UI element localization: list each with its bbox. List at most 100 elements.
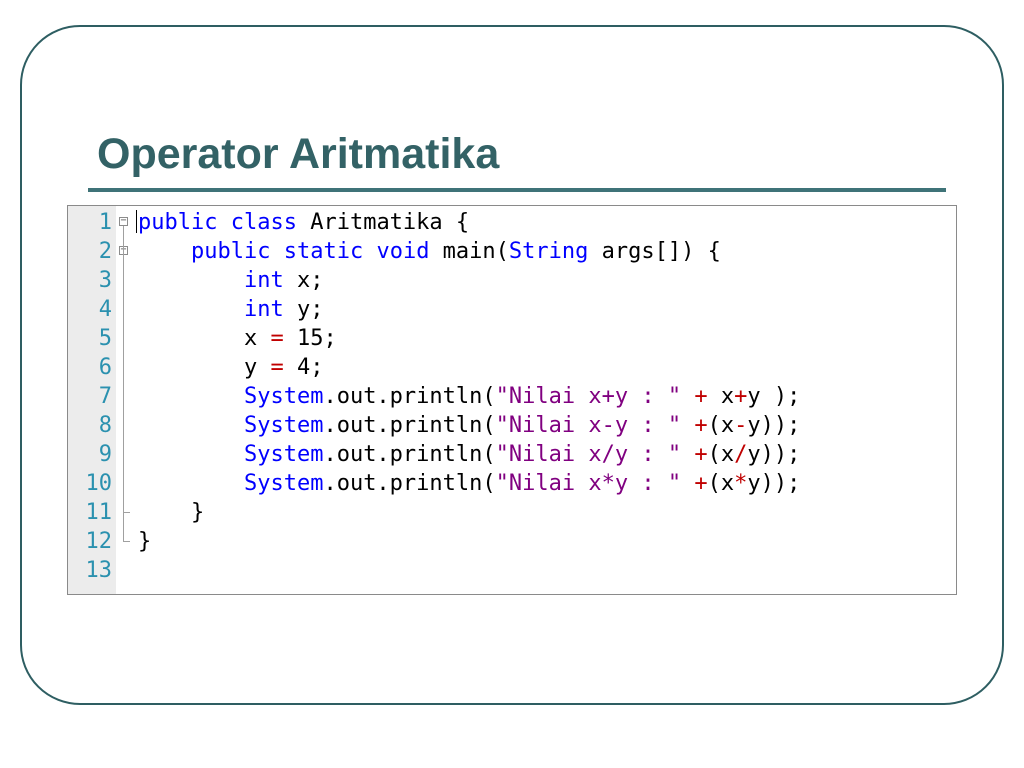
code-token (681, 413, 694, 438)
line-number-gutter (68, 206, 116, 594)
code-token: .out.println( (323, 384, 496, 409)
code-token: main( (429, 239, 509, 264)
line-number: 2 (98, 239, 112, 264)
code-token: } (190, 500, 205, 525)
code-indent (138, 500, 191, 525)
code-text: System.out.println("Nilai x*y : " +(x*y)… (138, 469, 800, 498)
code-token: = (270, 326, 284, 351)
code-token: y (243, 355, 271, 380)
code-line: 2 public static void main(String args[])… (68, 237, 956, 266)
code-line: 6 y = 4; (68, 353, 956, 382)
code-line: 9 System.out.println("Nilai x/y : " +(x/… (68, 440, 956, 469)
fold-margin (116, 206, 134, 594)
fold-end-mark (123, 541, 130, 542)
code-indent (138, 326, 244, 351)
line-number: 5 (98, 326, 112, 351)
code-token: (x (707, 413, 735, 438)
line-number: 13 (85, 558, 113, 583)
code-line: 11 } (68, 498, 956, 527)
code-line: 8 System.out.println("Nilai x-y : " +(x-… (68, 411, 956, 440)
code-line: 7 System.out.println("Nilai x+y : " + x+… (68, 382, 956, 411)
code-text: y = 4; (138, 353, 324, 382)
code-token (681, 384, 694, 409)
code-token: (x (707, 442, 735, 467)
code-token: + (694, 471, 708, 496)
code-text: System.out.println("Nilai x/y : " +(x/y)… (138, 440, 800, 469)
code-text: int y; (138, 295, 324, 324)
code-indent (138, 355, 244, 380)
code-token: + (734, 384, 748, 409)
code-indent (138, 239, 191, 264)
code-token: void (376, 239, 430, 264)
code-token: args[]) { (588, 239, 721, 264)
code-text: public static void main(String args[]) { (138, 237, 721, 266)
text-caret (136, 210, 137, 233)
code-text: } (138, 527, 151, 556)
line-number: 8 (98, 413, 112, 438)
code-text: public class Aritmatika { (138, 208, 469, 237)
line-number: 9 (98, 442, 112, 467)
code-text: x = 15; (138, 324, 337, 353)
code-token: System (243, 413, 324, 438)
code-token: y ); (747, 384, 801, 409)
code-token: + (694, 384, 708, 409)
code-token: x (707, 384, 735, 409)
code-token: .out.println( (323, 442, 496, 467)
code-token: y; (283, 297, 324, 322)
code-line: 5 x = 15; (68, 324, 956, 353)
code-text: } (138, 498, 204, 527)
code-token: .out.println( (323, 471, 496, 496)
line-number: 7 (98, 384, 112, 409)
code-line: 4 int y; (68, 295, 956, 324)
code-text: System.out.println("Nilai x+y : " + x+y … (138, 382, 800, 411)
fold-end-mark (123, 512, 130, 513)
code-indent (138, 297, 244, 322)
code-token: + (694, 413, 708, 438)
code-token: System (243, 384, 324, 409)
code-line: 10 System.out.println("Nilai x*y : " +(x… (68, 469, 956, 498)
code-token: } (138, 529, 152, 554)
code-text: System.out.println("Nilai x-y : " +(x-y)… (138, 411, 800, 440)
code-token: "Nilai x-y : " (495, 413, 682, 438)
code-token: y)); (747, 413, 801, 438)
code-token: "Nilai x+y : " (495, 384, 682, 409)
code-indent (138, 442, 244, 467)
line-number: 4 (98, 297, 112, 322)
code-token: .out.println( (323, 413, 496, 438)
line-number: 6 (98, 355, 112, 380)
code-line: 13 (68, 556, 956, 585)
code-token: (x (707, 471, 735, 496)
code-line: 3 int x; (68, 266, 956, 295)
code-token: class (230, 210, 297, 235)
code-token: System (243, 471, 324, 496)
code-token: x (243, 326, 271, 351)
code-token: y)); (747, 442, 801, 467)
code-indent (138, 384, 244, 409)
code-token: int (243, 297, 284, 322)
code-token (217, 210, 230, 235)
code-indent (138, 471, 244, 496)
code-token: "Nilai x*y : " (495, 471, 682, 496)
code-token (363, 239, 376, 264)
code-token: "Nilai x/y : " (495, 442, 682, 467)
collapse-icon[interactable]: − (119, 215, 128, 226)
code-token: - (734, 413, 748, 438)
line-number: 10 (85, 471, 113, 496)
fold-guide-line (123, 226, 124, 541)
code-token: * (734, 471, 748, 496)
slide-title: Operator Aritmatika (97, 130, 500, 178)
code-indent (138, 268, 244, 293)
code-token: static (283, 239, 364, 264)
code-token: int (243, 268, 284, 293)
code-token (681, 471, 694, 496)
code-token: / (734, 442, 748, 467)
line-number: 1 (98, 210, 112, 235)
code-token (270, 239, 283, 264)
code-token: 15; (283, 326, 337, 351)
code-text: int x; (138, 266, 324, 295)
code-token: String (508, 239, 589, 264)
code-token: x; (283, 268, 324, 293)
code-token: System (243, 442, 324, 467)
code-token: 4; (283, 355, 324, 380)
